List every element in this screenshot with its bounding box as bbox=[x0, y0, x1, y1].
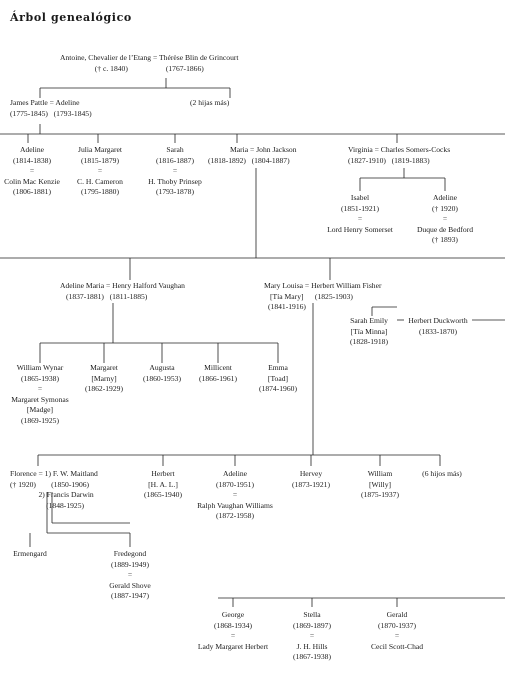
page-title: Árbol genealógico bbox=[10, 11, 132, 24]
node-adeline-vaughan-williams: Adeline (1870-1951) = Ralph Vaughan Will… bbox=[197, 469, 273, 520]
node-isabel-somerset: Isabel (1851-1921) = Lord Henry Somerset bbox=[327, 193, 393, 234]
node-william-wynar: William Wynar (1865-1938) = Margaret Sym… bbox=[11, 363, 69, 425]
node-adeline-mackenzie: Adeline (1814-1838) = Colin Mac Kenzie (… bbox=[4, 145, 60, 196]
node-virginia-somers-cocks: Virginia = Charles Somers-Cocks (1827-19… bbox=[348, 145, 451, 165]
node-6-hijos-mas: (6 hijos más) bbox=[422, 469, 462, 478]
node-gerald: Gerald (1870-1937) = Cecil Scott-Chad bbox=[370, 610, 424, 651]
node-adeline-maria-vaughan: Adeline Maria = Henry Halford Vaughan (1… bbox=[60, 281, 185, 301]
node-antoine-therese: Antoine, Chevalier de l’Etang = Thérèse … bbox=[60, 53, 239, 73]
node-ermengard: Ermengard bbox=[13, 549, 47, 558]
node-george: George (1868-1934) = Lady Margaret Herbe… bbox=[197, 610, 269, 651]
node-maria-john-jackson: Maria = John Jackson (1818-1892) (1804-1… bbox=[208, 145, 297, 165]
node-sarah-prinsep: Sarah (1816-1887) = H. Thoby Prinsep (17… bbox=[148, 145, 202, 196]
node-adeline-bedford: Adeline († 1920) = Duque de Bedford († 1… bbox=[416, 193, 474, 244]
node-herbert-duckworth: Herbert Duckworth (1833-1870) bbox=[408, 316, 468, 336]
node-fredegond-shove: Fredegond (1889-1949) = Gerald Shove (18… bbox=[109, 549, 151, 600]
node-millicent: Millicent (1866-1961) bbox=[199, 363, 237, 383]
node-hervey: Hervey (1873-1921) bbox=[292, 469, 330, 489]
node-margaret-marny: Margaret [Marny] (1862-1929) bbox=[85, 363, 123, 393]
node-emma-toad: Emma [Toad] (1874-1960) bbox=[259, 363, 297, 393]
node-augusta: Augusta (1860-1953) bbox=[143, 363, 181, 383]
node-herbert-hal: Herbert [H. A. L.] (1865-1940) bbox=[144, 469, 182, 499]
node-william-willy: William [Willy] (1875-1937) bbox=[361, 469, 399, 499]
node-florence-maitland-darwin: Florence = 1) F. W. Maitland († 1920) (1… bbox=[10, 469, 98, 510]
node-mary-louisa-fisher: Mary Louisa = Herbert William Fisher [Tí… bbox=[264, 281, 382, 311]
node-2-hijas-mas: (2 hijas más) bbox=[190, 98, 230, 107]
node-james-pattle-adeline: James Pattle = Adeline (1775-1845) (1793… bbox=[10, 98, 92, 118]
node-julia-margaret-cameron: Julia Margaret (1815-1879) = C. H. Camer… bbox=[77, 145, 123, 196]
node-sarah-emily: Sarah Emily [Tía Minna] (1828-1918) bbox=[350, 316, 388, 346]
node-stella: Stella (1869-1897) = J. H. Hills (1867-1… bbox=[293, 610, 331, 661]
